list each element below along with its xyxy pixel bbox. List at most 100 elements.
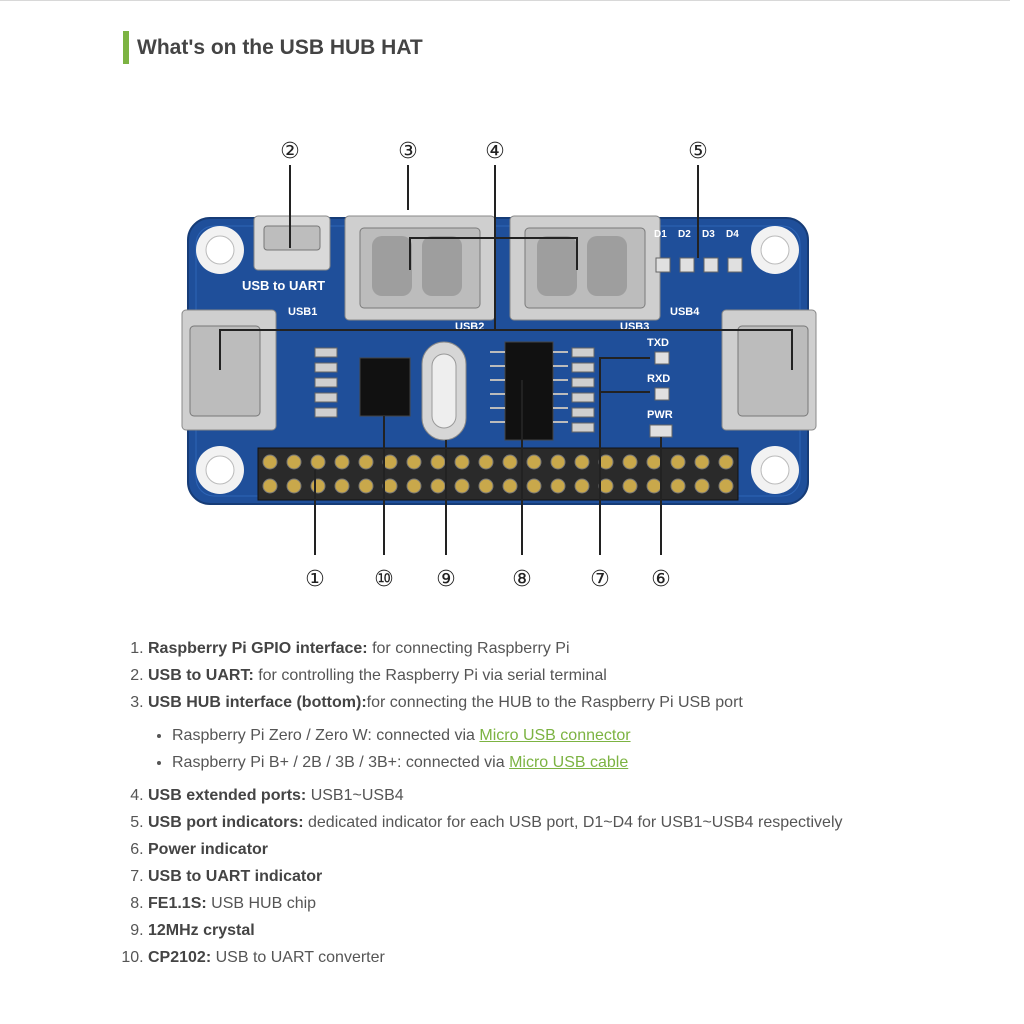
txd-label: TXD [647, 337, 669, 349]
gpio-pin [598, 478, 614, 494]
sub-list: Raspberry Pi Zero / Zero W: connected vi… [148, 722, 1000, 776]
usb-led-indicators [655, 257, 743, 273]
callout-3: ③ [398, 139, 418, 164]
pwr-led [649, 424, 673, 438]
list-item: USB to UART: for controlling the Raspber… [148, 662, 1000, 689]
gpio-pin [670, 478, 686, 494]
d4-label: D4 [726, 229, 739, 240]
callout-8: ⑧ [512, 567, 532, 592]
feature-list-container: Raspberry Pi GPIO interface: for connect… [120, 635, 1000, 971]
gpio-pin [382, 454, 398, 470]
mounting-hole-br [751, 446, 799, 494]
d1-label: D1 [654, 229, 667, 240]
sub-list-item: Raspberry Pi B+ / 2B / 3B / 3B+: connect… [172, 749, 1000, 776]
usb-port-2 [344, 215, 496, 321]
list-item: USB HUB interface (bottom):for connectin… [148, 689, 1000, 776]
callout-9: ⑨ [436, 567, 456, 592]
feature-list: Raspberry Pi GPIO interface: for connect… [120, 635, 1000, 971]
usb-port-1 [181, 309, 277, 431]
mounting-hole-tl [196, 226, 244, 274]
resistor-array-left [314, 347, 338, 418]
d3-label: D3 [702, 229, 715, 240]
mounting-hole-bl [196, 446, 244, 494]
gpio-pin [334, 454, 350, 470]
micro-usb-cable-link[interactable]: Micro USB cable [509, 754, 629, 771]
resistor-array-right [571, 347, 595, 433]
gpio-pin [646, 454, 662, 470]
gpio-pin [262, 454, 278, 470]
gpio-pin [430, 454, 446, 470]
gpio-pin [574, 478, 590, 494]
gpio-pins [262, 454, 734, 494]
list-item: USB port indicators: dedicated indicator… [148, 809, 1000, 836]
list-item: 12MHz crystal [148, 917, 1000, 944]
usb-port-3 [509, 215, 661, 321]
gpio-pin [358, 454, 374, 470]
gpio-pin [550, 454, 566, 470]
gpio-pin [262, 478, 278, 494]
gpio-pin [310, 478, 326, 494]
usb2-label: USB2 [455, 321, 484, 333]
gpio-pin [406, 478, 422, 494]
cp2102-chip [359, 357, 411, 417]
gpio-pin [718, 478, 734, 494]
d2-label: D2 [678, 229, 691, 240]
gpio-pin [334, 478, 350, 494]
gpio-pin [454, 454, 470, 470]
micro-usb-connector-link[interactable]: Micro USB connector [479, 727, 631, 744]
gpio-pin [430, 478, 446, 494]
gpio-pin [310, 454, 326, 470]
gpio-pin [574, 454, 590, 470]
gpio-pin [526, 454, 542, 470]
page-title: What's on the USB HUB HAT [123, 31, 423, 64]
gpio-pin [286, 478, 302, 494]
gpio-pin [286, 454, 302, 470]
gpio-pin [382, 478, 398, 494]
gpio-pin [358, 478, 374, 494]
usb3-label: USB3 [620, 321, 649, 333]
usb1-label: USB1 [288, 306, 317, 318]
list-item: CP2102: USB to UART converter [148, 944, 1000, 971]
usb4-label: USB4 [670, 306, 700, 318]
gpio-pin [646, 478, 662, 494]
sub-list-item: Raspberry Pi Zero / Zero W: connected vi… [172, 722, 1000, 749]
board-diagram: USB to UART USB1 USB2 USB3 USB4 D1 D2 D3… [181, 139, 817, 592]
gpio-pin [502, 478, 518, 494]
list-item: USB extended ports: USB1~USB4 [148, 782, 1000, 809]
callout-4: ④ [485, 139, 505, 164]
rxd-led [654, 387, 670, 401]
callout-1: ① [305, 567, 325, 592]
callout-6: ⑥ [651, 567, 671, 592]
callout-10: ⑩ [374, 567, 394, 592]
list-item: Raspberry Pi GPIO interface: for connect… [148, 635, 1000, 662]
gpio-header [257, 447, 739, 501]
usb-port-4 [721, 309, 817, 431]
gpio-pin [694, 454, 710, 470]
callout-7: ⑦ [590, 567, 610, 592]
gpio-pin [526, 478, 542, 494]
fe11s-chip [504, 341, 554, 441]
gpio-pin [622, 478, 638, 494]
gpio-pin [550, 478, 566, 494]
list-item: FE1.1S: USB HUB chip [148, 890, 1000, 917]
mounting-hole-tr [751, 226, 799, 274]
gpio-pin [694, 478, 710, 494]
list-item: USB to UART indicator [148, 863, 1000, 890]
callout-5: ⑤ [688, 139, 708, 164]
callout-2: ② [280, 139, 300, 164]
gpio-pin [718, 454, 734, 470]
top-divider [0, 0, 1010, 1]
gpio-pin [406, 454, 422, 470]
gpio-pin [478, 454, 494, 470]
usb-to-uart-label: USB to UART [242, 278, 325, 293]
pwr-label: PWR [647, 409, 673, 421]
gpio-pin [622, 454, 638, 470]
list-item: Power indicator [148, 836, 1000, 863]
txd-led [654, 351, 670, 365]
gpio-pin [454, 478, 470, 494]
gpio-pin [598, 454, 614, 470]
gpio-pin [670, 454, 686, 470]
gpio-pin [478, 478, 494, 494]
gpio-pin [502, 454, 518, 470]
rxd-label: RXD [647, 373, 670, 385]
